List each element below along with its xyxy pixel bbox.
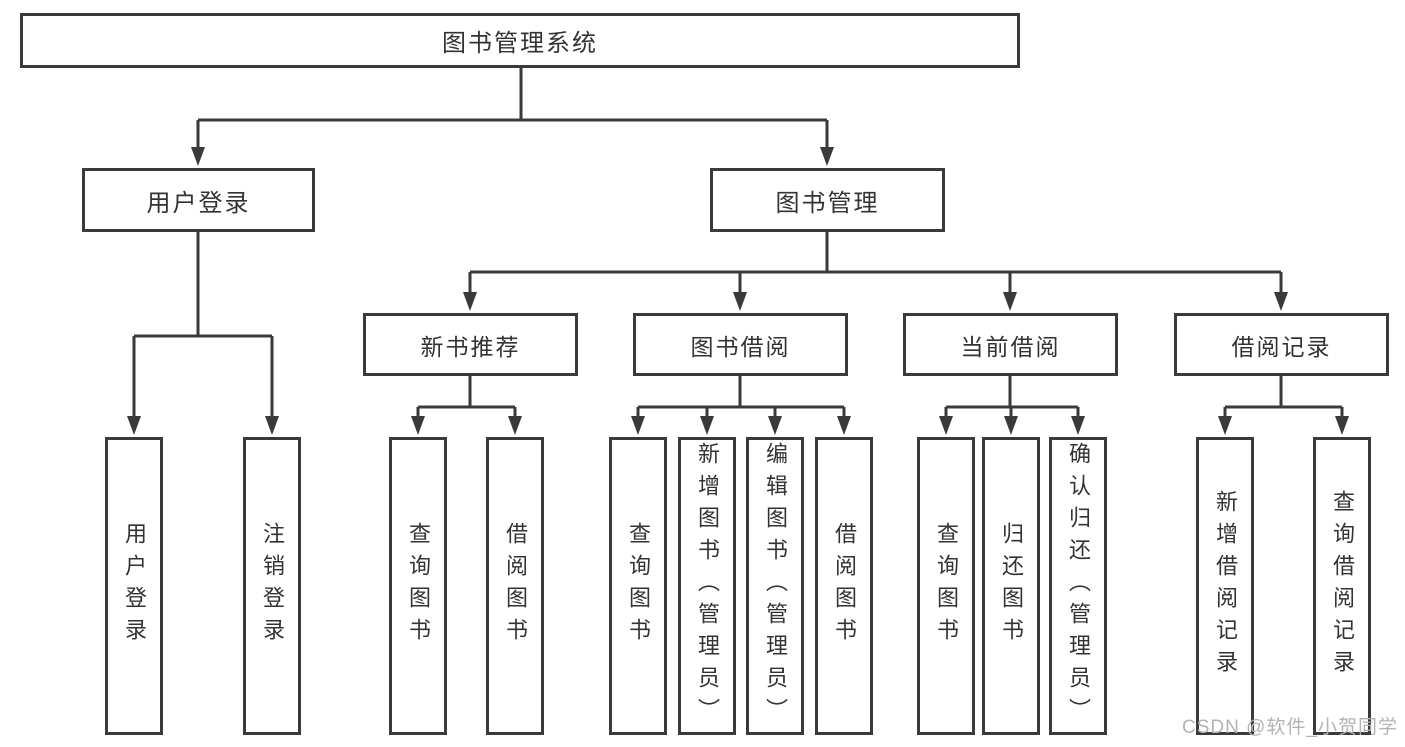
leaf-borrow-book-rec-label: 借阅图书	[503, 522, 528, 650]
leaf-query-book-rec-label: 查询图书	[406, 522, 431, 650]
leaf-user-login-label: 用户登录	[122, 522, 147, 650]
connector-borrow-records-to-leaves	[1218, 375, 1349, 435]
connector-current-borrow-to-leaves	[939, 375, 1085, 435]
connector-book-mgmt-to-level3	[463, 231, 1288, 311]
leaf-query-book-rec: 查询图书	[389, 437, 447, 735]
node-user-login-label: 用户登录	[146, 189, 251, 217]
connector-root-to-level2	[191, 68, 834, 166]
leaf-logout-label: 注销登录	[260, 522, 285, 650]
node-borrow-records-label: 借阅记录	[1231, 333, 1332, 360]
node-book-borrow: 图书借阅	[633, 313, 848, 376]
leaf-confirm-return-label: 确认归还（管理员）	[1066, 442, 1091, 730]
node-new-book-rec-label: 新书推荐	[420, 333, 521, 360]
leaf-query-book-current-label: 查询图书	[934, 522, 959, 650]
leaf-return-book-label: 归还图书	[999, 522, 1024, 650]
leaf-add-record: 新增借阅记录	[1196, 437, 1254, 735]
node-current-borrow: 当前借阅	[903, 313, 1118, 376]
leaf-logout: 注销登录	[243, 437, 301, 735]
leaf-return-book: 归还图书	[982, 437, 1040, 735]
node-book-mgmt: 图书管理	[710, 168, 945, 232]
leaf-query-record: 查询借阅记录	[1313, 437, 1371, 735]
node-root: 图书管理系统	[20, 13, 1020, 68]
node-current-borrow-label: 当前借阅	[960, 333, 1061, 360]
node-book-borrow-label: 图书借阅	[690, 333, 791, 360]
leaf-user-login: 用户登录	[105, 437, 163, 735]
node-borrow-records: 借阅记录	[1174, 313, 1389, 376]
leaf-add-book-label: 新增图书（管理员）	[695, 442, 720, 730]
leaf-add-book: 新增图书（管理员）	[678, 437, 736, 735]
node-book-mgmt-label: 图书管理	[775, 189, 880, 217]
connector-user-login-to-leaves	[127, 231, 279, 435]
node-root-label: 图书管理系统	[442, 30, 598, 57]
leaf-query-book-borrow: 查询图书	[609, 437, 667, 735]
leaf-borrow-book-borrow-label: 借阅图书	[832, 522, 857, 650]
leaf-query-book-borrow-label: 查询图书	[626, 522, 651, 650]
leaf-add-record-label: 新增借阅记录	[1213, 490, 1238, 682]
leaf-confirm-return: 确认归还（管理员）	[1049, 437, 1107, 735]
connector-new-book-rec-to-leaves	[411, 375, 522, 435]
leaf-borrow-book-borrow: 借阅图书	[815, 437, 873, 735]
node-user-login: 用户登录	[82, 168, 315, 232]
leaf-borrow-book-rec: 借阅图书	[486, 437, 544, 735]
watermark: CSDN @软件_小贺同学	[1182, 717, 1398, 738]
leaf-query-record-label: 查询借阅记录	[1330, 490, 1355, 682]
connector-book-borrow-to-leaves	[631, 375, 851, 435]
leaf-edit-book: 编辑图书（管理员）	[746, 437, 804, 735]
leaf-query-book-current: 查询图书	[917, 437, 975, 735]
leaf-edit-book-label: 编辑图书（管理员）	[763, 442, 788, 730]
node-new-book-rec: 新书推荐	[363, 313, 578, 376]
